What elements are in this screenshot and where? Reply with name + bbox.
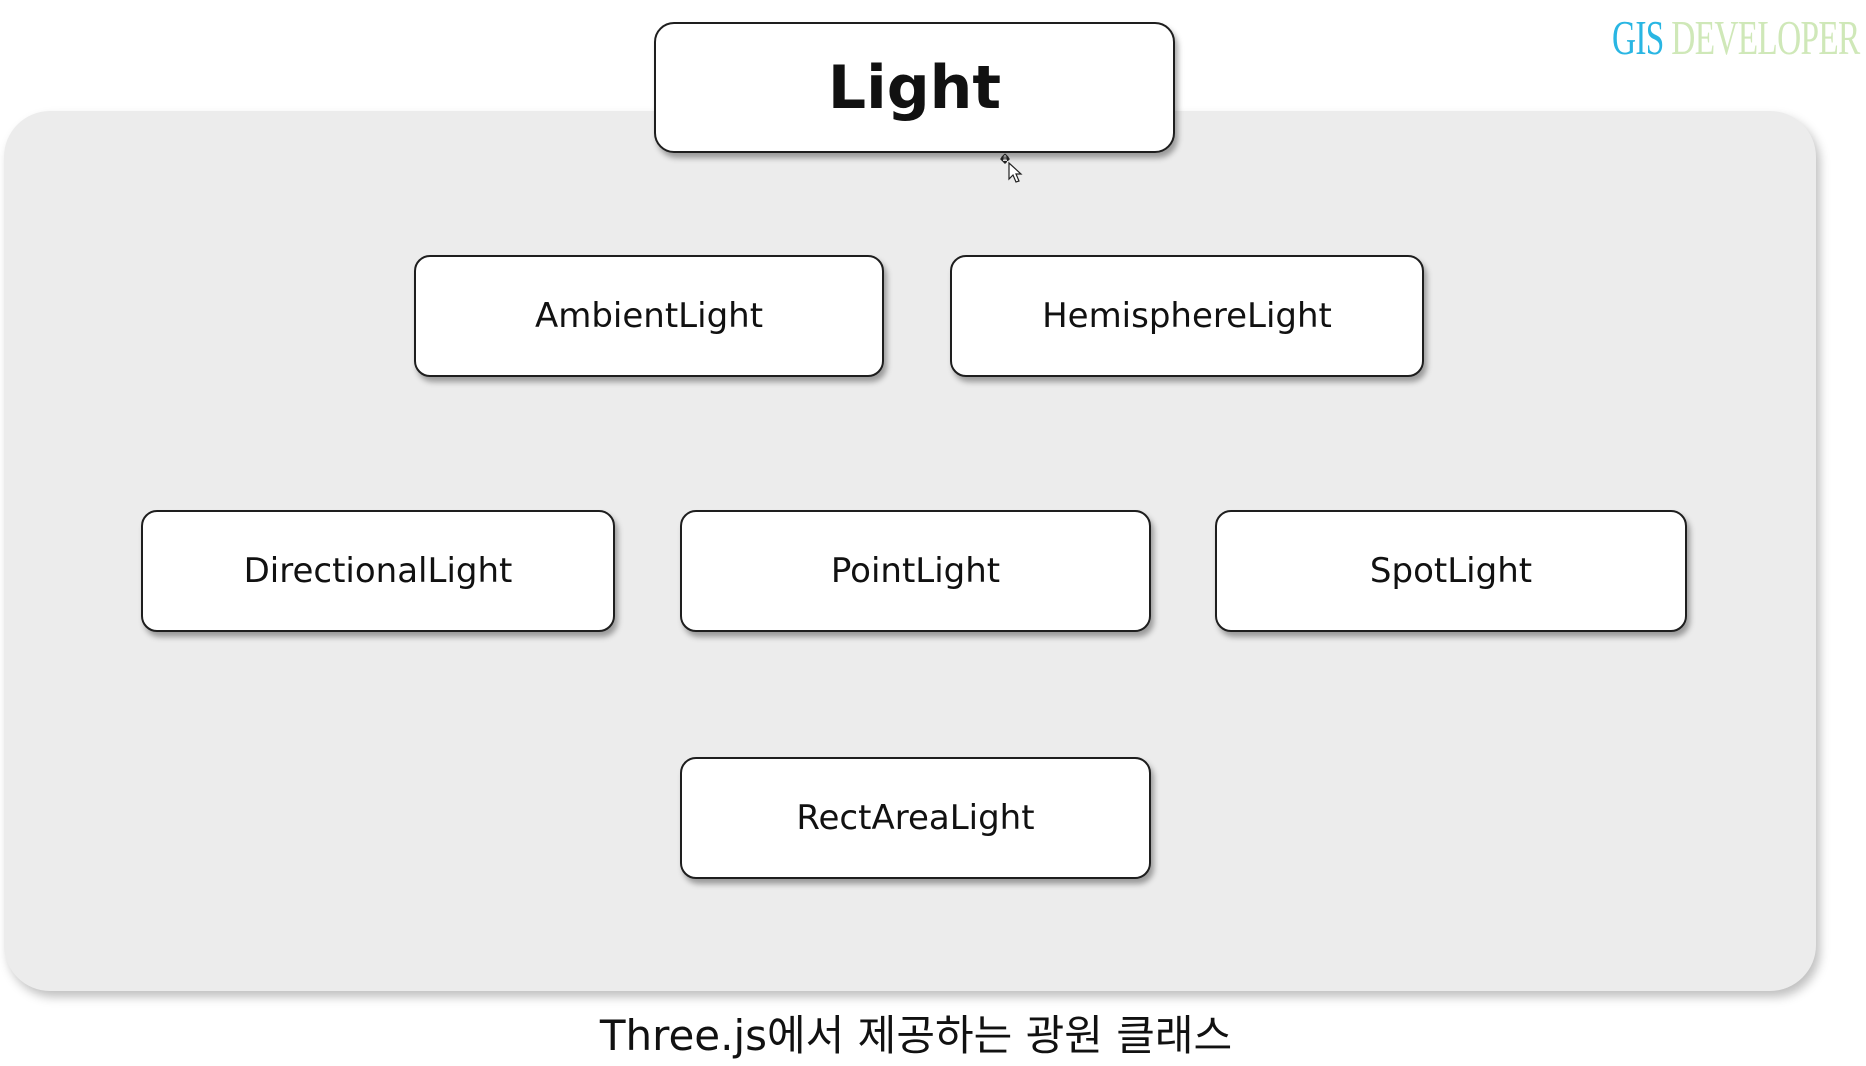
directional-light-node: DirectionalLight	[141, 510, 615, 632]
hemisphere-light-node: HemisphereLight	[950, 255, 1424, 377]
ambient-light-node: AmbientLight	[414, 255, 884, 377]
light-root-node: Light	[654, 22, 1175, 153]
move-cursor-icon	[1000, 153, 1023, 183]
watermark-logo: GIS DEVELOPER	[1612, 8, 1860, 68]
watermark-gis: GIS	[1612, 10, 1664, 65]
spot-light-node: SpotLight	[1215, 510, 1687, 632]
watermark-developer: DEVELOPER	[1663, 10, 1860, 65]
rect-area-light-node: RectAreaLight	[680, 757, 1151, 879]
diagram-caption: Three.js에서 제공하는 광원 클래스	[599, 1011, 1233, 1060]
point-light-node: PointLight	[680, 510, 1151, 632]
